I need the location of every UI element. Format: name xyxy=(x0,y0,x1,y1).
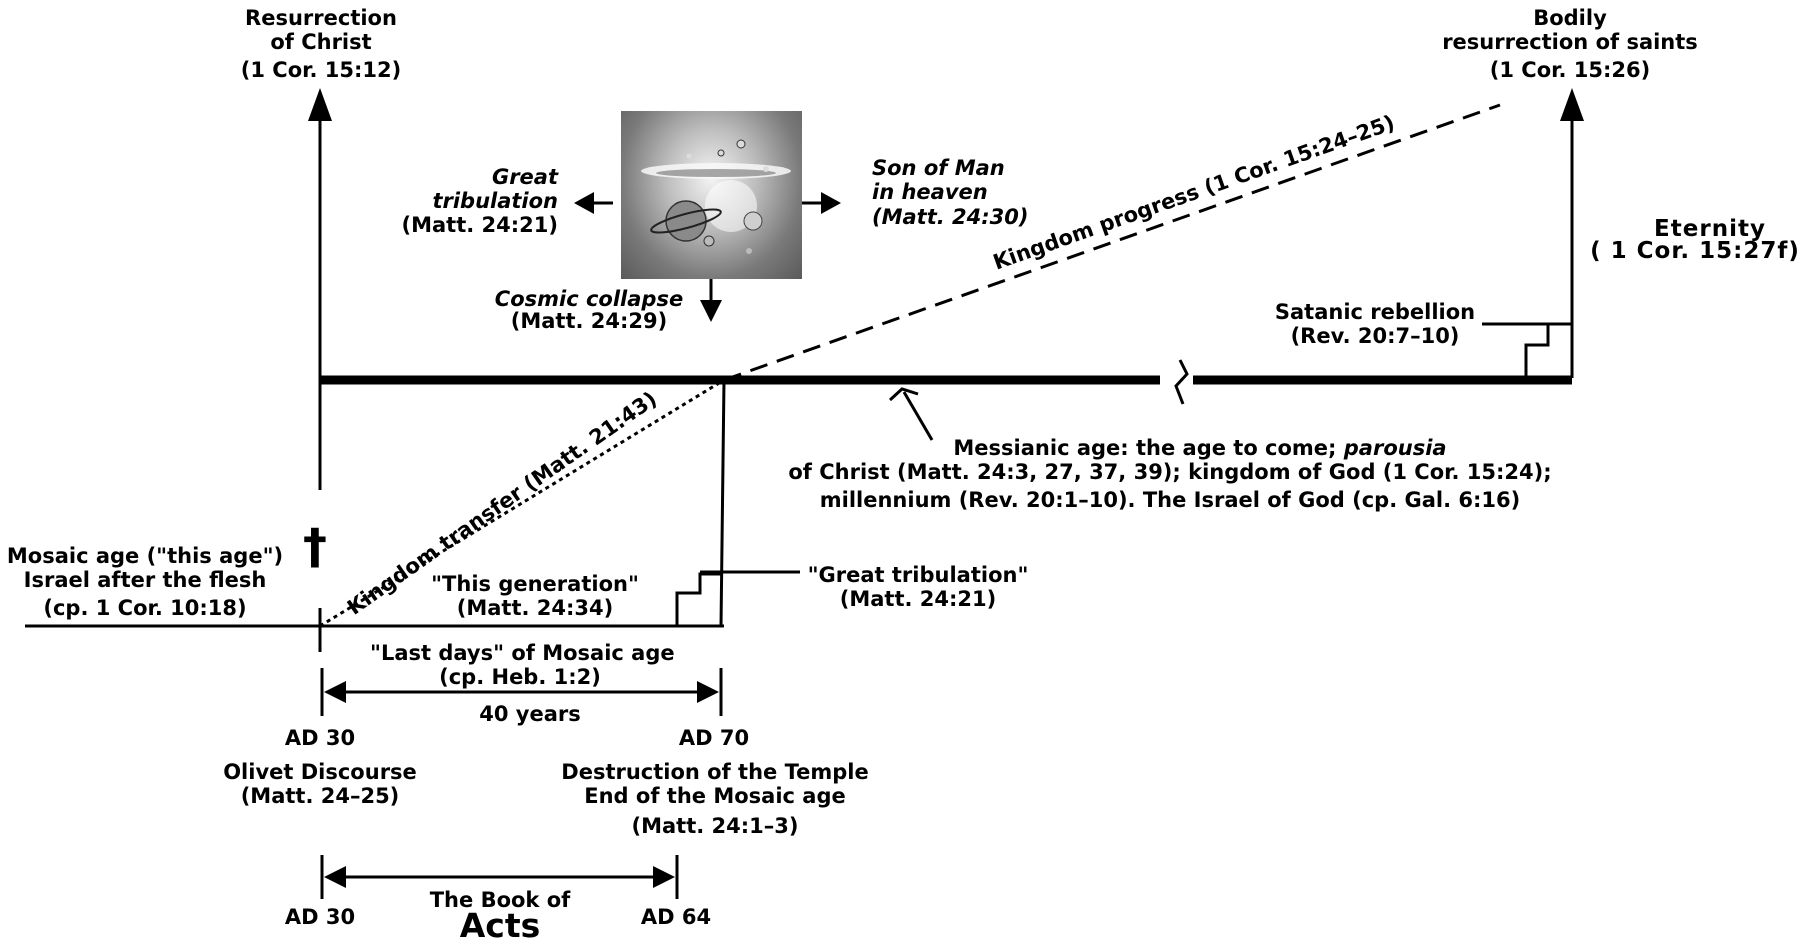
satanic-pointer xyxy=(1482,322,1550,345)
son-of-man-arrow xyxy=(821,192,841,214)
acts-arrow-right xyxy=(653,866,675,888)
bodily-resurrection-label: Bodily resurrection of saints (1 Cor. 15… xyxy=(1442,6,1698,82)
great-tribulation-top-ref: (Matt. 24:21) xyxy=(401,213,558,237)
satanic-rebellion-label: Satanic rebellion (Rev. 20:7–10) xyxy=(1274,300,1476,348)
ad30-label-bottom: AD 30 xyxy=(284,905,356,929)
resurrection-christ-label: Resurrection of Christ (1 Cor. 15:12) xyxy=(240,6,402,82)
ad30-label-top: AD 30 xyxy=(284,726,356,750)
cosmic-collapse-label: Cosmic collapse xyxy=(494,287,684,311)
kingdom-progress-line xyxy=(723,103,1501,382)
cosmic-collapse-ref: (Matt. 24:29) xyxy=(510,309,668,333)
mosaic-age-label: Mosaic age ("this age") Israel after the… xyxy=(6,544,284,620)
kingdom-transfer-line xyxy=(319,378,725,628)
acts-label: Acts xyxy=(459,906,541,945)
cross-icon: † xyxy=(303,519,327,575)
son-of-man-ref: (Matt. 24:30) xyxy=(872,205,1029,229)
last-days-label: "Last days" of Mosaic age (cp. Heb. 1:2) xyxy=(370,641,675,689)
this-generation-label: "This generation" (Matt. 24:34) xyxy=(431,572,639,620)
forty-years-arrow-left xyxy=(324,681,346,703)
destruction-temple-label: Destruction of the Temple End of the Mos… xyxy=(561,760,869,838)
great-tribulation-arrow xyxy=(574,192,594,214)
messianic-pointer-head xyxy=(888,387,919,402)
cosmic-collapse-arrow xyxy=(700,300,722,322)
ad70-vertical-line xyxy=(719,379,726,627)
ad70-label: AD 70 xyxy=(678,726,750,750)
tribulation-steps xyxy=(675,572,721,626)
olivet-discourse-label: Olivet Discourse (Matt. 24–25) xyxy=(223,760,417,808)
bodily-resurrection-head xyxy=(1560,88,1584,121)
eternity-label: Eternity xyxy=(1654,216,1766,242)
forty-years-arrow-right xyxy=(697,681,719,703)
son-of-man-label: Son of Man in heaven xyxy=(872,156,1005,204)
cosmic-collapse-image xyxy=(621,111,802,279)
resurrection-arrow-head xyxy=(308,88,332,121)
ad64-label: AD 64 xyxy=(640,905,712,929)
break-mark xyxy=(1174,359,1189,405)
great-tribulation-bottom-label: "Great tribulation" (Matt. 24:21) xyxy=(807,563,1029,611)
acts-arrow-left xyxy=(324,866,346,888)
messianic-age-label: Messianic age: the age to come; parousia… xyxy=(788,436,1552,512)
great-tribulation-top-label: Great tribulation xyxy=(432,165,558,213)
messianic-pointer-line xyxy=(902,391,934,441)
eternity-ref: ( 1 Cor. 15:27f) xyxy=(1590,238,1800,264)
forty-years-label: 40 years xyxy=(479,702,581,726)
book-of-label: The Book of xyxy=(429,888,571,912)
